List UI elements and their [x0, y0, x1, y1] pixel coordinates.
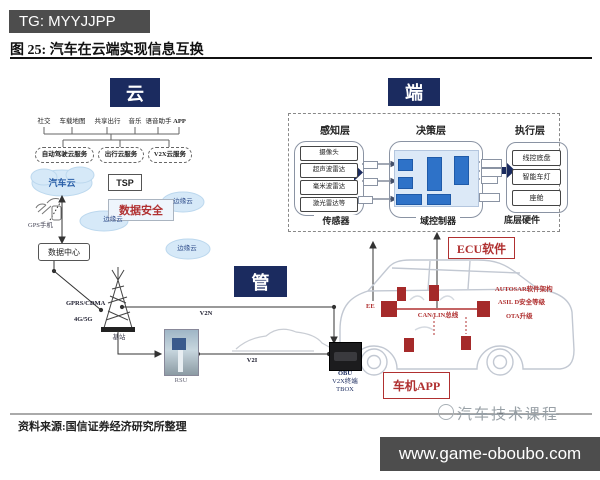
ee-label: EE	[366, 303, 375, 310]
site-banner: www.game-oboubo.com	[380, 437, 600, 471]
sensor-item-4: 激光雷达等	[300, 197, 358, 212]
interface-box	[481, 176, 498, 184]
car-feature-1: AUTOSAR软件架构	[495, 286, 553, 293]
layer-execution-label: 执行层	[515, 126, 545, 137]
source-note: 资料来源:国信证券经济研究所整理	[18, 421, 187, 433]
car-feature-3: OTA升级	[506, 313, 533, 320]
edge-cloud-label-3: 边缘云	[177, 244, 197, 252]
app-label-4: 音乐	[128, 117, 142, 125]
sensor-item-3: 毫米波雷达	[300, 180, 358, 195]
cloud-datacenter-link	[49, 194, 66, 245]
tsp-box: TSP	[108, 174, 142, 191]
channel-badge: TG: MYYJJPP	[9, 10, 150, 33]
rsu-photo	[164, 329, 199, 376]
base-station-label: 基站	[112, 333, 126, 341]
obu-label-2: V2X终端	[332, 378, 358, 386]
obu-label-1: OBU	[337, 370, 353, 378]
interface-box	[363, 178, 378, 186]
data-center-box: 数据中心	[38, 243, 90, 261]
app-label-3: 共享出行	[94, 117, 121, 125]
sensor-item-2: 超声波雷达	[300, 163, 358, 178]
edge-cloud-label-1: 边缘云	[173, 197, 193, 205]
hardware-container	[506, 142, 568, 213]
base-station-tower	[101, 267, 135, 332]
domain-module	[427, 157, 442, 191]
ecu-software-box: ECU软件	[448, 237, 515, 259]
service-box-2: 出行云服务	[98, 147, 144, 163]
domain-module	[427, 194, 451, 205]
domain-group-label: 域控制器	[416, 215, 460, 226]
app-label-1: 社交	[37, 117, 51, 125]
site-url: www.game-oboubo.com	[398, 444, 582, 463]
gps-phone-label: GPS手机	[28, 222, 53, 229]
layer-decision-label: 决策层	[416, 126, 446, 137]
service-box-3: V2X云服务	[148, 147, 192, 163]
edge-cloud-label-2: 边缘云	[103, 215, 123, 223]
app-label-2: 车载地图	[59, 117, 86, 125]
app-label-6: APP	[173, 117, 186, 125]
terminal-title-box: 端	[388, 78, 440, 106]
sedan-sketch	[232, 328, 332, 352]
domain-module	[398, 177, 413, 189]
figure-title: 图 25: 汽车在云端实现信息互换	[10, 43, 204, 58]
v2i-line	[117, 331, 332, 358]
obu-label-3: TBOX	[336, 386, 354, 394]
car-cloud-label: 汽车云	[48, 178, 76, 188]
interface-box	[363, 161, 378, 169]
interface-box	[358, 196, 373, 204]
hardware-item-3: 座舱	[512, 190, 561, 206]
gprs-label: GPRS/CDMA	[66, 300, 106, 307]
watermark-text: 汽车技术课程	[457, 407, 560, 423]
rsu-label: RSU	[174, 376, 188, 384]
v2n-label: V2N	[199, 309, 213, 317]
interface-box	[481, 159, 502, 168]
can-network	[381, 285, 490, 352]
watermark-logo	[438, 404, 454, 420]
interface-box	[479, 193, 500, 202]
obu-photo	[329, 342, 362, 371]
car-feature-2: ASIL D安全等级	[498, 299, 546, 306]
suv-sketch	[339, 259, 575, 376]
channel-badge-text: TG: MYYJJPP	[19, 13, 116, 30]
can-bus-label: CAN/LIN总线	[417, 311, 459, 319]
gps-phone-sketch	[35, 198, 62, 221]
hardware-item-2: 智能车灯	[512, 169, 561, 185]
title-rule	[10, 57, 592, 59]
data-security-box: 数据安全	[108, 199, 174, 221]
sensor-item-1: 摄像头	[300, 146, 358, 161]
v2i-label: V2I	[246, 356, 258, 364]
pipe-title-box: 管	[234, 266, 287, 297]
app-label-5: 语音助手	[145, 117, 172, 125]
app-bracket	[43, 127, 180, 147]
cellular-label: 4G/5G	[74, 316, 93, 323]
domain-module	[398, 159, 413, 171]
hardware-item-1: 线控底盘	[512, 150, 561, 166]
layer-perception-label: 感知层	[320, 126, 350, 137]
cloud-title-box: 云	[110, 78, 160, 107]
sensor-group-label: 传感器	[314, 215, 358, 226]
car-app-box: 车机APP	[383, 372, 450, 399]
domain-module	[454, 156, 469, 185]
v2n-line	[119, 304, 338, 345]
domain-module	[396, 194, 422, 205]
hardware-group-label: 底层硬件	[500, 214, 544, 225]
service-box-1: 自动驾驶云服务	[35, 147, 94, 163]
datacenter-tower-link	[51, 259, 104, 313]
